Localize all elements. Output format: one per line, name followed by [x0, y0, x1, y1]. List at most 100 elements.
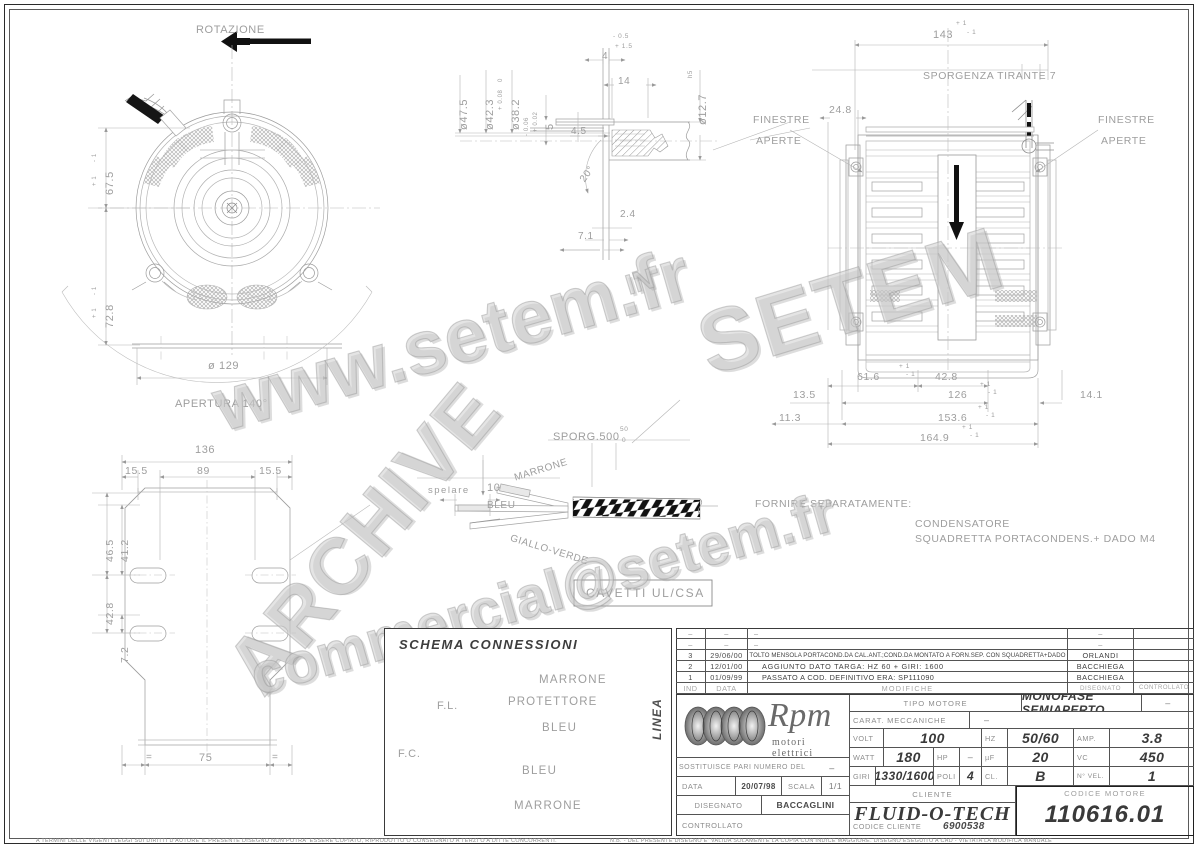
dim-7-2-label: 7.2	[119, 646, 131, 663]
apertura-label: APERTURA 140°	[175, 398, 268, 410]
dim-72-8-tol-minus: - 1	[92, 286, 98, 295]
cavetti-ul-csa-label: CAVETTI UL/CSA	[586, 586, 705, 600]
schema-fc-label: F.C.	[398, 748, 421, 760]
rotazione-label: ROTAZIONE	[196, 24, 265, 36]
dia-38-2-tol-plus: + 0.08	[498, 89, 504, 110]
codice-cliente-value-text: 6900538	[943, 821, 985, 832]
rev-dis: BACCHIEGA	[1068, 661, 1134, 672]
rev-col-modifiche: MODIFICHE	[748, 683, 1068, 694]
dim-61-6-tol-minus: - 1	[906, 371, 916, 378]
dim-15-5-right-label: 15.5	[259, 465, 282, 477]
uf-label: µF	[982, 748, 1008, 767]
fornire-item-0: CONDENSATORE	[915, 518, 1010, 530]
dim-143-tol-minus: - 1	[967, 29, 977, 36]
dim-72-8-label: 72.8	[104, 304, 116, 328]
schema-wire2-label: BLEU	[542, 722, 578, 734]
dim-42-8-label: 42.8	[935, 371, 958, 383]
disegnato-label: DISEGNATO	[676, 796, 762, 815]
tipo-motore-extra: –	[1142, 695, 1194, 712]
dia-38-2-label: ø38.2	[510, 98, 522, 130]
rev-con	[1134, 661, 1194, 672]
dim-126-tol-plus: + 1	[980, 381, 992, 388]
sheet-frame-inner	[9, 9, 1189, 839]
dim-5-tol-minus: - 0.06	[524, 117, 530, 136]
dim-4-tol-plus: + 1.5	[615, 43, 633, 50]
rev-data: 12/01/00	[706, 661, 748, 672]
rev-con	[1134, 672, 1194, 683]
cl-value-text: B	[1035, 768, 1046, 784]
eq-left-label: =	[146, 752, 153, 763]
dim-164-9-label: 164.9	[920, 432, 950, 444]
schema-linea-label: LINEA	[650, 698, 664, 740]
hz-value-text: 50/60	[1021, 730, 1060, 746]
dia-12-7-label: ø12.7	[697, 93, 709, 125]
rev-dis: –	[1068, 628, 1134, 639]
dim-5-label: 5	[544, 123, 556, 130]
rev-con	[1134, 628, 1194, 639]
hp-value: –	[960, 748, 982, 767]
dim-143-label: 143	[933, 29, 954, 41]
sostituisce-value: –	[829, 762, 835, 773]
scala-value: 1/1	[822, 777, 850, 796]
tipo-motore-label: TIPO MOTORE	[850, 695, 1022, 712]
rev-mod: PASSATO A COD. DEFINITIVO ERA: SP111090	[748, 672, 1068, 683]
sostituisce-label: SOSTITUISCE PARI NUMERO DEL	[676, 758, 850, 777]
amp-label: AMP.	[1074, 729, 1110, 748]
dim-4-5-label: 4.5	[571, 126, 587, 137]
rev-data: –	[706, 628, 748, 639]
dim-41-2-label: 41.2	[119, 539, 131, 562]
codice-cliente-value: 6900538	[940, 818, 1016, 835]
rev-col-controllato: CONTROLLATO	[1134, 683, 1194, 694]
dia-38-2-tol-minus: 0	[498, 78, 504, 82]
poli-value-text: 4	[966, 769, 975, 783]
dim-61-6-label: 61.6	[857, 371, 880, 383]
rpm-logo-mark	[684, 706, 766, 746]
rev-ind: –	[676, 628, 706, 639]
tipo-motore-value: MONOFASE SEMIAPERTO	[1022, 695, 1142, 712]
rev-ind: 2	[676, 661, 706, 672]
codice-motore-value: 110616.01	[1017, 801, 1193, 829]
poli-label: POLI	[934, 767, 960, 786]
dim-153-6-label: 153.6	[938, 412, 968, 424]
giri-label: GIRI	[850, 767, 876, 786]
dim-136-label: 136	[195, 444, 216, 456]
rev-ind: –	[676, 639, 706, 650]
cl-label: CL.	[982, 767, 1008, 786]
codice-motore-value-text: 110616.01	[1044, 801, 1166, 828]
dim-89-label: 89	[197, 465, 210, 477]
finestre-right-line2: APERTE	[1101, 135, 1147, 147]
dim-13-5-label: 13.5	[793, 389, 816, 401]
watt-label: WATT	[850, 748, 884, 767]
fornire-item-1: SQUADRETTA PORTACONDENS.+ DADO M4	[915, 533, 1156, 545]
rev-col-disegnato: DISEGNATO	[1068, 683, 1134, 694]
codice-cliente-label: CODICE CLIENTE	[853, 822, 922, 831]
dim-72-8-tol-plus: + 1	[92, 307, 98, 318]
footer-legal-left: A TERMINI DELLE VIGENTI LEGGI SUI DIRITT…	[36, 838, 557, 844]
dim-126-label: 126	[948, 389, 968, 401]
finestre-left-line2: APERTE	[756, 135, 802, 147]
dim-143-tol-plus: + 1	[956, 20, 968, 27]
dim-2-4-label: 2.4	[620, 209, 636, 220]
eq-right-label: =	[272, 752, 279, 763]
data-value-text: 20/07/98	[741, 781, 776, 791]
cliente-value: FLUID-O-TECH	[850, 803, 1016, 825]
sporg-tol-minus: 0	[622, 437, 627, 444]
spelare-label: spelare	[428, 485, 470, 496]
rev-ind: 3	[676, 650, 706, 661]
vc-value-text: 450	[1139, 749, 1165, 765]
codice-motore-label: CODICE MOTORE	[1064, 789, 1146, 798]
cliente-value-text: FLUID-O-TECH	[854, 803, 1011, 825]
uf-value-text: 20	[1032, 749, 1049, 765]
dim-14-label: 14	[618, 76, 631, 87]
schema-title: SCHEMA CONNESSIONI	[399, 637, 579, 652]
amp-value-text: 3.8	[1141, 730, 1163, 746]
spelare-value: 10	[487, 482, 501, 494]
rev-con	[1134, 650, 1194, 661]
data-label: DATA	[676, 777, 736, 796]
dim-14-1-label: 14.1	[1080, 389, 1103, 401]
schema-wire4-label: MARRONE	[514, 800, 582, 812]
rev-mod: AGGIUNTO DATO TARGA: HZ 60 + GIRI: 1600	[748, 661, 1068, 672]
controllato-label: CONTROLLATO	[676, 815, 850, 835]
logo-cell: Rpm motori elettrici	[676, 695, 850, 759]
